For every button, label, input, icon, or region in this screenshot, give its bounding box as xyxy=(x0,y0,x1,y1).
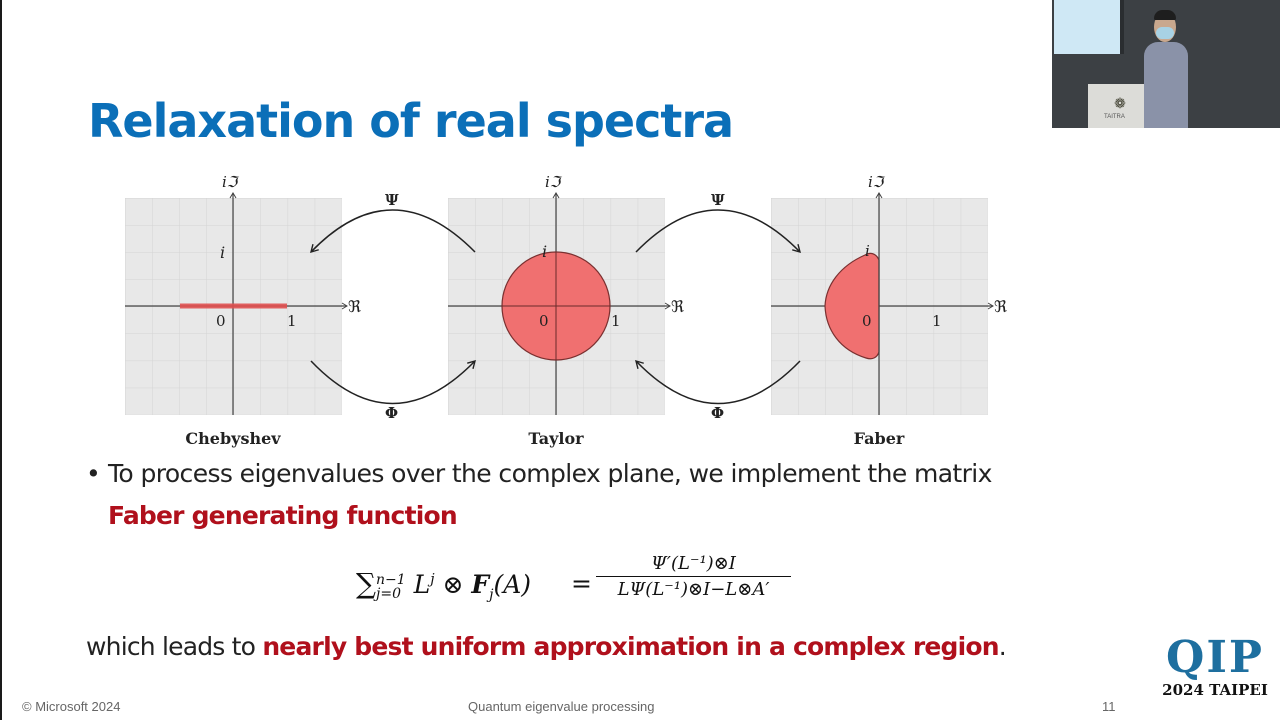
podium-label: TAITRA xyxy=(1104,114,1125,120)
formula-fraction: Ψ′(L⁻¹)⊗I LΨ(L⁻¹)⊗I−L⊗A′ xyxy=(596,553,791,600)
formula-L-exponent: j xyxy=(430,571,435,588)
phi-arrow-1: Φ xyxy=(310,359,476,422)
svg-text:iℑ: iℑ xyxy=(545,173,563,191)
faber-caption: Faber xyxy=(853,429,905,448)
taylor-panel: iℑ ℜ i 0 1 xyxy=(448,173,684,415)
svg-text:ℜ: ℜ xyxy=(671,297,684,316)
psi-arrow-2: Ψ xyxy=(635,191,801,254)
svg-text:1: 1 xyxy=(932,312,942,330)
svg-text:1: 1 xyxy=(287,312,297,330)
bullet-highlight: Faber generating function xyxy=(108,501,458,530)
bullet-text: To process eigenvalues over the complex … xyxy=(108,459,992,488)
conclusion-highlight: nearly best uniform approximation in a c… xyxy=(262,632,999,661)
qip-logo-subtitle: 2024 TAIPEI xyxy=(1162,681,1268,699)
conclusion-suffix: . xyxy=(998,632,1007,661)
formula-L: L xyxy=(413,570,431,599)
phi-arrow-2: Φ xyxy=(635,359,801,422)
formula-otimes: ⊗ xyxy=(434,570,472,599)
footer-copyright: © Microsoft 2024 xyxy=(22,699,121,714)
svg-text:0: 0 xyxy=(862,312,872,330)
spectra-diagram-svg: iℑ ℜ i 0 1 iℑ ℜ i 0 1 iℑ ℜ xyxy=(125,173,1007,422)
podium-logo-icon: ❁ xyxy=(1114,95,1126,111)
svg-text:iℑ: iℑ xyxy=(222,173,240,191)
svg-text:Ψ: Ψ xyxy=(385,191,399,209)
qip-logo-letters: QIP xyxy=(1166,632,1264,683)
speaker-video-inset: ❁ TAITRA xyxy=(1052,0,1280,128)
svg-text:i: i xyxy=(865,242,870,260)
bullet-icon: • xyxy=(86,459,101,488)
slide-left-border xyxy=(0,0,2,720)
bullet-point: •To process eigenvalues over the complex… xyxy=(86,459,992,488)
svg-text:Φ: Φ xyxy=(385,404,398,422)
formula-F-index: j xyxy=(489,587,494,603)
formula-denominator: LΨ(L⁻¹)⊗I−L⊗A′ xyxy=(617,579,770,600)
podium xyxy=(1088,84,1154,128)
svg-text:0: 0 xyxy=(216,312,226,330)
svg-text:0: 0 xyxy=(539,312,549,330)
svg-text:1: 1 xyxy=(611,312,621,330)
projector-screen xyxy=(1054,0,1124,54)
footer-page-number: 11 xyxy=(1102,699,1116,714)
sum-symbol: ∑ xyxy=(356,567,376,600)
footer-title: Quantum eigenvalue processing xyxy=(468,699,655,714)
formula-equals: = xyxy=(571,569,592,598)
spectra-diagram: iℑ ℜ i 0 1 iℑ ℜ i 0 1 iℑ ℜ xyxy=(0,170,1040,460)
conclusion-text: which leads to nearly best uniform appro… xyxy=(86,632,1007,661)
chebyshev-caption: Chebyshev xyxy=(185,429,281,448)
svg-text:ℜ: ℜ xyxy=(348,297,361,316)
formula-F: F xyxy=(471,570,490,599)
svg-text:Φ: Φ xyxy=(711,404,724,422)
chebyshev-panel: iℑ ℜ i 0 1 xyxy=(125,173,361,415)
psi-arrow-1: Ψ xyxy=(310,191,476,254)
speaker-body xyxy=(1144,42,1188,128)
svg-text:i: i xyxy=(220,243,225,262)
svg-text:ℜ: ℜ xyxy=(994,297,1007,316)
svg-text:i: i xyxy=(542,242,547,261)
faber-panel: iℑ ℜ i 0 1 xyxy=(771,173,1007,415)
svg-text:Ψ: Ψ xyxy=(711,191,725,209)
slide-title: Relaxation of real spectra xyxy=(88,94,734,148)
formula-numerator: Ψ′(L⁻¹)⊗I xyxy=(596,553,791,577)
conclusion-prefix: which leads to xyxy=(86,632,263,661)
qip-logo: QIP 2024 TAIPEI xyxy=(1155,635,1275,715)
sum-upper-limit: n−1 xyxy=(376,571,406,588)
taylor-caption: Taylor xyxy=(528,429,584,448)
formula-argument: (A) xyxy=(493,570,532,599)
speaker-hair xyxy=(1154,10,1176,20)
svg-text:iℑ: iℑ xyxy=(868,173,886,191)
speaker-mask xyxy=(1156,27,1174,39)
sum-lower-limit: j=0 xyxy=(376,585,401,602)
